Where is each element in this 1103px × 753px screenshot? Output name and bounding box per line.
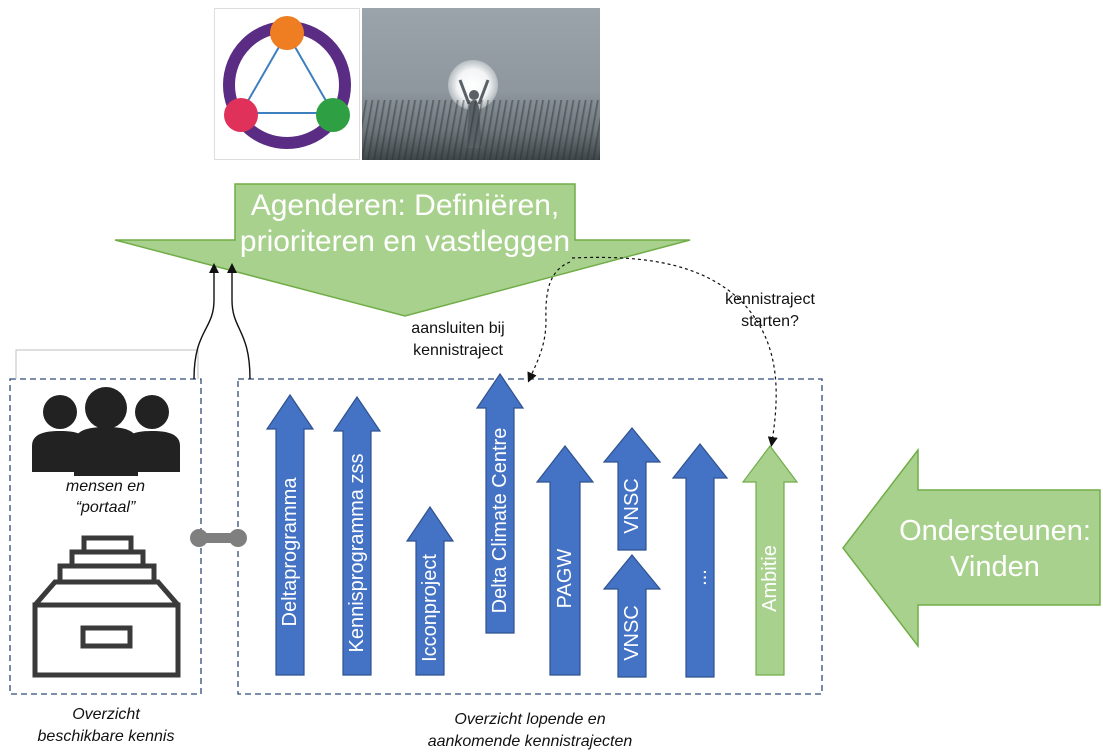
connector-aansluiten (527, 261, 571, 383)
knowledge-arrow (265, 393, 315, 676)
child-holding-moon-image (362, 8, 600, 160)
file-cabinet-icon (32, 535, 181, 678)
connector-right-box (227, 263, 251, 380)
knowledge-arrow-label: Deltaprogramma (279, 477, 301, 627)
banner-title-line1: Agenderen: Definiëren, (250, 189, 560, 222)
knowledge-arrow-label: ... (689, 569, 711, 586)
left-caption-line2: beschikbare kennis (37, 728, 175, 745)
knowledge-arrow-label: VNSC (621, 478, 643, 534)
knowledge-arrow-label: Delta Climate Centre (489, 428, 511, 614)
knowledge-arrow (332, 395, 382, 676)
grass-silhouette (362, 100, 600, 160)
connector-starten (571, 256, 778, 447)
ondersteunen-line1: Ondersteunen: (899, 515, 1091, 547)
sustainability-wheel-image (214, 8, 360, 160)
knowledge-arrow (535, 445, 595, 676)
knowledge-arrow (741, 445, 799, 676)
knowledge-arrow (602, 554, 662, 678)
people-icon (32, 387, 180, 476)
knowledge-arrow-label: PAGW (554, 549, 576, 609)
left-dashed-box (9, 378, 202, 695)
aansluiten-line1: aansluiten bij (411, 320, 505, 337)
connector-left-box (193, 263, 219, 380)
knowledge-arrow (405, 505, 455, 676)
knowledge-arrow-label: Ambitie (759, 545, 781, 612)
right-dashed-box (237, 378, 823, 695)
starten-line2: starten? (741, 313, 799, 330)
knowledge-arrow (475, 372, 525, 634)
knowledge-arrow (602, 427, 662, 551)
ondersteunen-line2: Vinden (950, 551, 1040, 583)
starten-line1: kennistraject (725, 291, 815, 308)
right-caption-line1: Overzicht lopende en (454, 711, 606, 728)
people-label-line2: “portaal” (75, 499, 136, 516)
knowledge-arrow (671, 443, 729, 678)
link-connector (190, 529, 247, 547)
knowledge-arrow-label: Kennisprogramma zss (346, 454, 368, 653)
left-caption-line1: Overzicht (72, 706, 140, 723)
banner-title-line2: prioriteren en vastleggen (239, 225, 571, 258)
knowledge-arrow-label: Icconproject (419, 554, 441, 662)
people-label-line1: mensen en (65, 478, 146, 495)
knowledge-arrow-label: VNSC (621, 605, 643, 661)
right-caption-line2: aankomende kennistrajecten (427, 733, 633, 750)
aansluiten-line2: kennistraject (413, 342, 503, 359)
